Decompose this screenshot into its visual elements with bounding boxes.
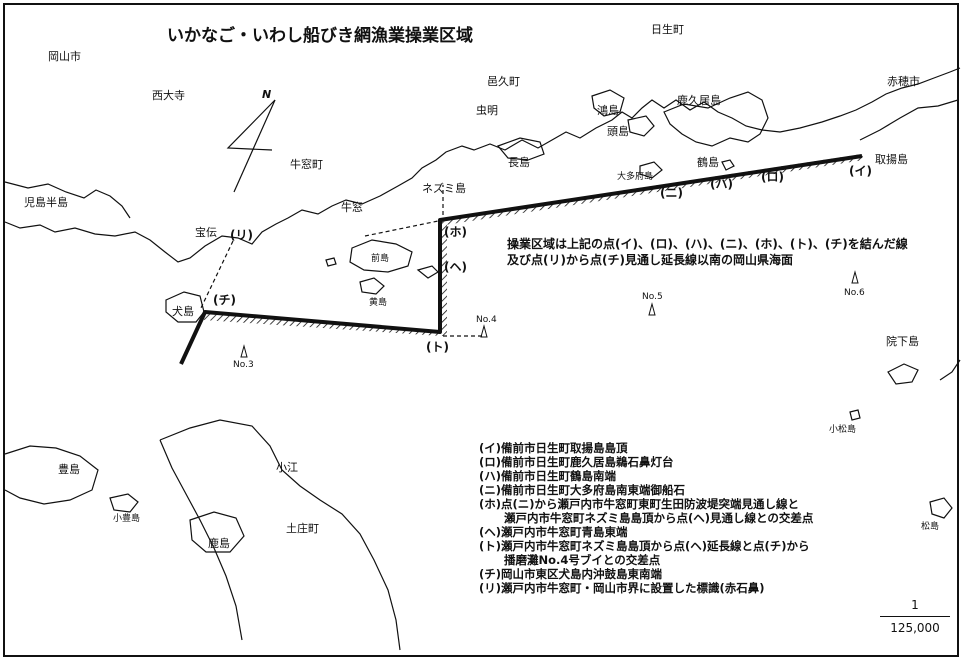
point-label-chi: (チ) (213, 293, 236, 307)
tsurushima-island (721, 159, 735, 171)
place-label: 鶴島 (697, 156, 719, 169)
scale-numerator: 1 (911, 598, 919, 612)
buoy-no3-icon (240, 344, 248, 358)
place-label: 大多府島 (617, 172, 654, 182)
place-label: 邑久町 (487, 75, 520, 88)
point-legend: (イ)備前市日生町取揚島島頂 (ロ)備前市日生町鹿久居島鵜石鼻灯台 (ハ)備前市… (479, 441, 813, 595)
place-label: 日生町 (651, 23, 684, 36)
buoy-markers (240, 270, 859, 358)
place-label: 牛窓町 (290, 158, 323, 171)
place-label: 土庄町 (286, 522, 319, 535)
buoy-no4-icon (480, 324, 488, 338)
place-label: 虫明 (476, 104, 498, 117)
place-label: 鹿久居島 (677, 94, 721, 107)
mainland-coast (4, 67, 961, 263)
maejima-island (349, 239, 413, 273)
place-label: 小豊島 (113, 514, 141, 524)
place-label: 岡山市 (48, 50, 81, 63)
kashima-island (189, 511, 245, 553)
legend-item: (ロ)備前市日生町鹿久居島鵜石鼻灯台 (479, 455, 674, 469)
shodoshima-inner (159, 439, 243, 641)
place-label: 犬島 (172, 305, 194, 318)
place-label: 児島半島 (24, 196, 68, 209)
place-label: 松島 (921, 522, 940, 532)
north-arrow (226, 99, 276, 193)
place-label: 取揚島 (875, 153, 908, 166)
map-scale: 1 125,000 (880, 598, 950, 635)
legend-item: (リ)瀬戸内市牛窓町・岡山市界に設置した標識(赤石鼻) (479, 581, 765, 595)
legend-item: 播磨灘No.4号ブイとの交差点 (504, 553, 661, 567)
nagashima-island (496, 137, 545, 161)
place-label: 黄島 (369, 298, 388, 308)
komatsu-island (849, 409, 861, 421)
description-line: 操業区域は上記の点(イ)、(ロ)、(ハ)、(ニ)、(ホ)、(ト)、(チ)を結んだ… (507, 237, 908, 251)
ako-shore (859, 99, 959, 141)
point-label-ha: (ハ) (710, 177, 733, 191)
buoy-no5-icon (648, 302, 656, 316)
point-label-ri: (リ) (230, 228, 253, 242)
point-label-i: (イ) (849, 164, 872, 178)
inujima-island (165, 291, 205, 323)
place-label: 西大寺 (152, 89, 185, 102)
place-label: 宝伝 (195, 226, 217, 239)
place-label: 赤穂市 (887, 75, 920, 88)
shodoshima-west (159, 419, 401, 651)
description-line: 及び点(リ)から点(チ)見通し延長線以南の岡山県海面 (507, 253, 793, 267)
legend-item: (ニ)備前市日生町大多府島南東端御船石 (479, 483, 686, 497)
place-label: 院下島 (886, 335, 919, 348)
inkeshima-island (887, 363, 919, 385)
operation-boundary-line (179, 154, 863, 365)
koteshima-island (109, 493, 139, 513)
legend-item: (ト)瀬戸内市牛窓町ネズミ島島頂から点(ヘ)延長線と点(チ)から (479, 539, 810, 553)
legend-item: (ヘ)瀬戸内市牛窓町青島東端 (479, 525, 628, 539)
north-label: N (262, 88, 272, 101)
place-label: 豊島 (58, 463, 80, 476)
legend-item: (チ)岡山市東区犬島内沖鼓島東南端 (479, 567, 663, 581)
buoy-label: No.6 (844, 288, 865, 298)
buoy-label: No.5 (642, 292, 663, 302)
point-label-ni: (ニ) (660, 186, 683, 200)
place-label: ネズミ島 (422, 182, 466, 195)
buoy-label: No.4 (476, 315, 497, 325)
map-title: いかなご・いわし船びき網漁業操業区域 (167, 26, 473, 46)
zushima-island (627, 115, 655, 137)
point-label-to: (ト) (426, 340, 449, 354)
legend-item: (ホ)点(ニ)から瀬戸内市牛窓町東町生田防波堤突端見通し線と (479, 497, 800, 511)
scale-divider (880, 616, 950, 617)
otabushima-island (639, 161, 663, 179)
legend-item: (ハ)備前市日生町鶴島南端 (479, 469, 617, 483)
place-label: 頭島 (607, 125, 629, 138)
kakui-island (663, 91, 769, 147)
kamojima-island (591, 89, 625, 117)
place-label: 鹿島 (208, 537, 230, 550)
legend-item: 瀬戸内市牛窓町ネズミ島島頂から点(ヘ)見通し線との交差点 (504, 511, 814, 525)
operation-area-description: 操業区域は上記の点(イ)、(ロ)、(ハ)、(ニ)、(ホ)、(ト)、(チ)を結んだ… (507, 236, 937, 268)
place-label: 小松島 (829, 425, 857, 435)
west-shore (4, 181, 131, 219)
place-label: 長島 (508, 156, 530, 169)
point-label-he: (ヘ) (444, 260, 467, 274)
islet-1 (325, 257, 337, 267)
point-label-ho: (ホ) (444, 225, 467, 239)
place-label: 牛窓 (341, 201, 363, 214)
map-frame (3, 3, 959, 657)
scale-denominator: 125,000 (890, 621, 940, 635)
buoy-label: No.3 (233, 360, 254, 370)
kishima-island (359, 277, 385, 295)
place-label: 前島 (371, 254, 390, 264)
sight-lines (199, 185, 483, 337)
legend-item: (イ)備前市日生町取揚島島頂 (479, 441, 628, 455)
point-label-ro: (ロ) (761, 170, 784, 184)
place-label: 小江 (276, 461, 298, 474)
place-label: 鴻島 (597, 104, 619, 117)
buoy-no6-icon (851, 270, 859, 284)
teshima-island (4, 445, 99, 505)
matsushima-island (929, 497, 953, 519)
